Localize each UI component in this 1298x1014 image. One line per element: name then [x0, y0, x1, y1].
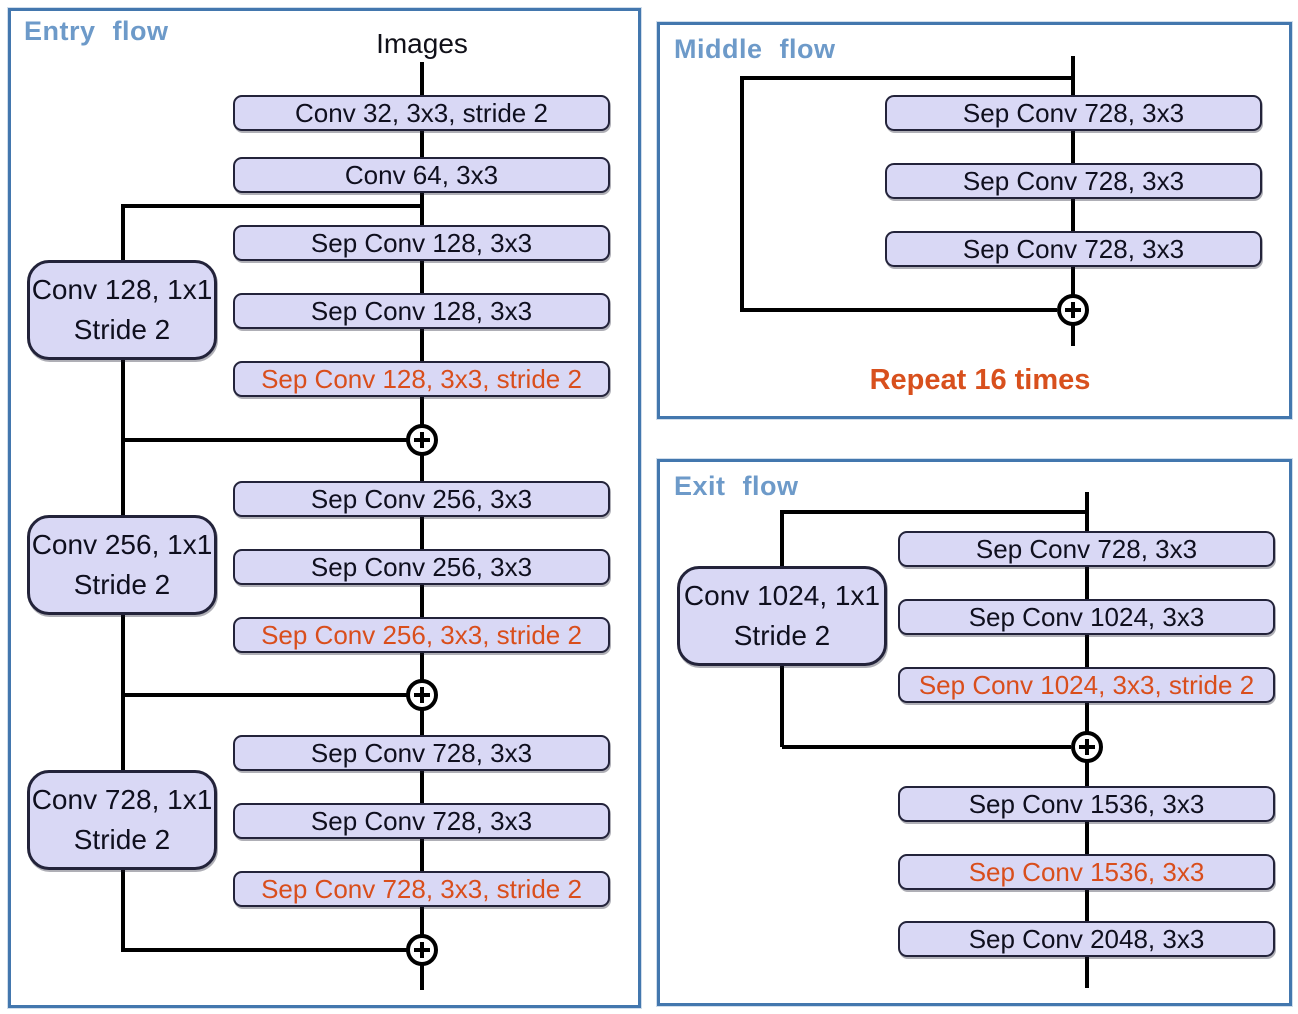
entry-sidebox-conv256-1x1: Conv 256, 1x1 Stride 2 — [27, 515, 217, 615]
entry-skip-connector-1 — [121, 438, 408, 442]
sidebox-line2: Stride 2 — [73, 824, 171, 855]
exit-box-sepconv2048: Sep Conv 2048, 3x3 — [898, 921, 1275, 957]
exit-skip-connector — [782, 745, 1071, 749]
sidebox-line1: Conv 128, 1x1 — [31, 274, 213, 305]
add-merge-icon — [406, 679, 438, 711]
middle-box-sepconv728-b: Sep Conv 728, 3x3 — [885, 163, 1262, 199]
exit-box-sepconv1024: Sep Conv 1024, 3x3 — [898, 599, 1275, 635]
entry-skip-connector-2 — [121, 693, 408, 697]
exit-box-sepconv1536-b: Sep Conv 1536, 3x3 — [898, 854, 1275, 890]
entry-flow-title: Entry flow — [24, 16, 169, 46]
middle-box-sepconv728-c: Sep Conv 728, 3x3 — [885, 231, 1262, 267]
entry-box-sepconv728-a: Sep Conv 728, 3x3 — [233, 735, 610, 771]
entry-main-flow-line — [420, 62, 424, 990]
exit-branch-line — [782, 510, 1085, 514]
entry-box-sepconv128-stride2: Sep Conv 128, 3x3, stride 2 — [233, 361, 610, 397]
entry-box-conv64: Conv 64, 3x3 — [233, 157, 610, 193]
entry-sidebox-conv128-1x1: Conv 128, 1x1 Stride 2 — [27, 260, 217, 360]
exit-box-sepconv728: Sep Conv 728, 3x3 — [898, 531, 1275, 567]
entry-skip-connector-3 — [121, 948, 408, 952]
add-merge-icon — [1057, 294, 1089, 326]
images-label: Images — [376, 28, 468, 59]
entry-box-sepconv128-a: Sep Conv 128, 3x3 — [233, 225, 610, 261]
entry-box-sepconv728-b: Sep Conv 728, 3x3 — [233, 803, 610, 839]
exit-box-sepconv1536-a: Sep Conv 1536, 3x3 — [898, 786, 1275, 822]
middle-box-sepconv728-a: Sep Conv 728, 3x3 — [885, 95, 1262, 131]
entry-box-sepconv256-b: Sep Conv 256, 3x3 — [233, 549, 610, 585]
middle-main-flow-line — [1071, 56, 1075, 346]
exit-box-sepconv1024-stride2: Sep Conv 1024, 3x3, stride 2 — [898, 667, 1275, 703]
entry-box-sepconv256-stride2: Sep Conv 256, 3x3, stride 2 — [233, 617, 610, 653]
sidebox-line1: Conv 728, 1x1 — [31, 784, 213, 815]
middle-skip-connector — [742, 308, 1057, 312]
entry-box-conv32: Conv 32, 3x3, stride 2 — [233, 95, 610, 131]
entry-box-sepconv728-stride2: Sep Conv 728, 3x3, stride 2 — [233, 871, 610, 907]
middle-skip-rail-line — [740, 76, 744, 312]
exit-sidebox-conv1024-1x1: Conv 1024, 1x1 Stride 2 — [677, 566, 887, 666]
add-merge-icon — [1071, 731, 1103, 763]
entry-branch-line — [121, 204, 424, 208]
sidebox-line2: Stride 2 — [73, 314, 171, 345]
add-merge-icon — [406, 424, 438, 456]
sidebox-line1: Conv 1024, 1x1 — [683, 580, 881, 611]
add-merge-icon — [406, 934, 438, 966]
sidebox-line1: Conv 256, 1x1 — [31, 529, 213, 560]
middle-branch-line — [742, 76, 1073, 80]
middle-flow-panel — [657, 22, 1292, 419]
entry-sidebox-conv728-1x1: Conv 728, 1x1 Stride 2 — [27, 770, 217, 870]
sidebox-line2: Stride 2 — [73, 569, 171, 600]
middle-flow-title: Middle flow — [674, 34, 836, 64]
exit-flow-title: Exit flow — [674, 471, 799, 501]
repeat-caption: Repeat 16 times — [869, 364, 1091, 396]
entry-box-sepconv256-a: Sep Conv 256, 3x3 — [233, 481, 610, 517]
sidebox-line2: Stride 2 — [733, 620, 831, 651]
entry-box-sepconv128-b: Sep Conv 128, 3x3 — [233, 293, 610, 329]
